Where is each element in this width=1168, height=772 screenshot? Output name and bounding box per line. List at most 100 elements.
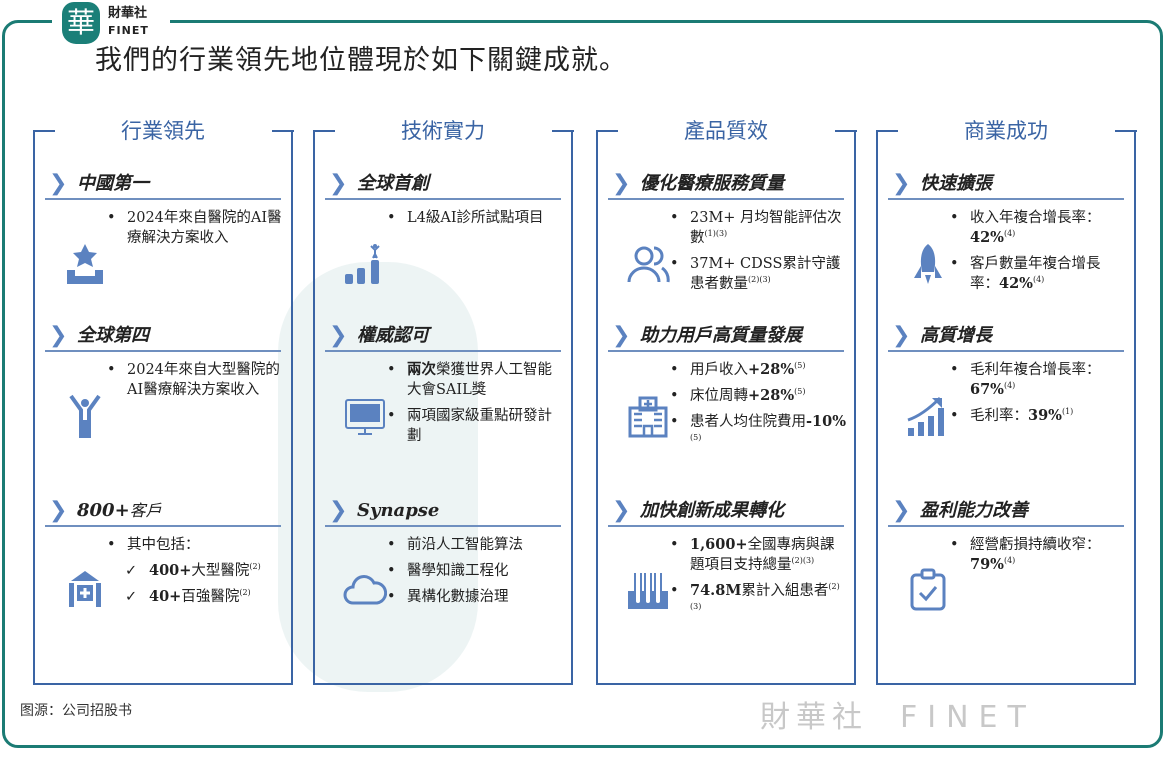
bullet-item: 23M+ 月均智能評估次數(1)(3) [668, 208, 846, 248]
bullet-text: 床位周轉 [690, 388, 748, 404]
bullet-item: 兩項國家級重點研發計劃 [385, 406, 563, 446]
monitor-icon [343, 394, 387, 438]
bullet-item: 兩次榮獲世界人工智能大會SAIL獎 [385, 360, 563, 400]
bullet-text: 異構化數據治理 [407, 589, 509, 605]
section-header: ❯ Synapse [325, 497, 561, 527]
page-title: 我們的行業領先地位體現於如下關鍵成就。 [95, 45, 627, 76]
section-title: 優化醫療服務質量 [640, 173, 784, 194]
bullet-item: 用戶收入+28%(5) [668, 360, 846, 380]
bullet-text: 42% [970, 229, 1004, 246]
section-header: ❯ 全球首創 [325, 170, 561, 200]
footnote-ref: (2) [239, 588, 251, 597]
section-title: 中國第一 [77, 173, 149, 194]
bullet-text: -10% [806, 413, 846, 430]
bullet-text: 醫學知識工程化 [407, 563, 509, 579]
bullet-text: 毛利年複合增長率： [970, 362, 1101, 378]
growth-chart-icon [906, 394, 950, 438]
footnote-ref: (4) [1003, 229, 1016, 238]
bullet-text: 1,600+ [690, 536, 748, 553]
section-title: 全球首創 [357, 173, 429, 194]
chevron-right-icon: ❯ [49, 323, 68, 348]
bullet-list: L4級AI診所試點項目 [385, 208, 563, 234]
bullet-text: 37M+ CDSS累計守護患者數量 [690, 256, 841, 292]
section-title: 800+客戶 [77, 500, 162, 521]
bullet-item: 其中包括： [105, 535, 283, 555]
watermark-seal [278, 262, 478, 692]
section-header: ❯ 全球第四 [45, 322, 281, 352]
column-heading: 商業成功 [878, 118, 1134, 144]
footnote-ref: (5) [794, 361, 806, 370]
chevron-right-icon: ❯ [49, 171, 68, 196]
bullet-text: 前沿人工智能算法 [407, 537, 523, 553]
bullet-item: 1,600+全國專病與課題項目支持總量(2)(3) [668, 535, 846, 575]
hospital-building-icon [626, 394, 670, 438]
bullet-text: 74.8M [690, 582, 742, 599]
bullet-item: 床位周轉+28%(5) [668, 386, 846, 406]
bullet-item: 2024年來自醫院的AI醫療解決方案收入 [105, 208, 283, 248]
bullet-list: 經營虧損持續收窄：79%(4) [948, 535, 1126, 581]
bullet-list: 2024年來自醫院的AI醫療解決方案收入 [105, 208, 283, 254]
bullet-text: +28% [748, 387, 795, 404]
bar-chart-person-icon [343, 242, 387, 286]
footnote-ref: (2)(3) [748, 275, 771, 284]
bullet-text: 兩項國家級重點研發計劃 [407, 408, 552, 444]
section-title: 加快創新成果轉化 [640, 500, 784, 521]
hospital-icon [63, 567, 107, 611]
section-header: ❯ 中國第一 [45, 170, 281, 200]
bullet-text: 客戶數量年複合增長率： [970, 256, 1101, 292]
bullet-item: 毛利率：39%(1) [948, 406, 1126, 426]
bullet-list: 用戶收入+28%(5)床位周轉+28%(5)患者人均住院費用-10%(5) [668, 360, 846, 458]
bullet-text: 大型醫院 [191, 563, 250, 579]
chevron-right-icon: ❯ [612, 323, 631, 348]
section-header: ❯ 800+客戶 [45, 497, 281, 527]
chevron-right-icon: ❯ [892, 323, 911, 348]
footnote-ref: (4) [1032, 275, 1045, 284]
section-header: ❯ 高質增長 [888, 322, 1124, 352]
bullet-item: 40+百強醫院(2) [105, 587, 283, 607]
bullet-text: 經營虧損持續收窄： [970, 537, 1101, 553]
bullet-text: 累計入組患者 [741, 583, 829, 599]
section-header: ❯ 助力用戶高質量發展 [608, 322, 844, 352]
source-note: 图源：公司招股书 [20, 703, 132, 719]
footnote-ref: (4) [1003, 556, 1016, 565]
bullet-list: 兩次榮獲世界人工智能大會SAIL獎兩項國家級重點研發計劃 [385, 360, 563, 452]
section-title: 快速擴張 [920, 173, 992, 194]
bullet-text: L4級AI診所試點項目 [407, 210, 544, 226]
section-title: 盈利能力改善 [920, 500, 1028, 521]
chevron-right-icon: ❯ [892, 171, 911, 196]
brand-name-en: FINET [108, 24, 149, 37]
watermark-cn: 財華社 [760, 700, 868, 735]
section-header: ❯ 優化醫療服務質量 [608, 170, 844, 200]
bullet-text: 39% [1028, 407, 1062, 424]
section-title: 權威認可 [357, 325, 429, 346]
cloud-icon [343, 567, 388, 611]
section-title: 助力用戶高質量發展 [640, 325, 802, 346]
chevron-right-icon: ❯ [49, 498, 68, 523]
footnote-ref: (2) [249, 562, 261, 571]
bullet-text: 兩次 [407, 361, 436, 378]
rocket-icon [906, 242, 950, 286]
outer-frame [2, 20, 1163, 748]
bullet-text: 用戶收入 [690, 362, 748, 378]
footnote-ref: (4) [1003, 381, 1016, 390]
bullet-item: 前沿人工智能算法 [385, 535, 563, 555]
bullet-list: 1,600+全國專病與課題項目支持總量(2)(3) 74.8M累計入組患者(2)(… [668, 535, 846, 627]
section-title: 全球第四 [77, 325, 149, 346]
bullet-item: 經營虧損持續收窄：79%(4) [948, 535, 1126, 575]
bullet-item: 收入年複合增長率：42%(4) [948, 208, 1126, 248]
bullet-item: 患者人均住院費用-10%(5) [668, 412, 846, 452]
bullet-item: 400+大型醫院(2) [105, 561, 283, 581]
clipboard-check-icon [906, 567, 950, 611]
footnote-ref: (5) [690, 433, 702, 442]
bullet-text: 其中包括： [127, 537, 200, 553]
bullet-item: 毛利年複合增長率： 67%(4) [948, 360, 1126, 400]
finet-logo-icon: 華 [62, 2, 100, 44]
users-icon [626, 242, 670, 286]
section-header: ❯ 快速擴張 [888, 170, 1124, 200]
bullet-item: L4級AI診所試點項目 [385, 208, 563, 228]
bullet-text: 2024年來自大型醫院的AI醫療解決方案收入 [127, 362, 280, 398]
footnote-ref: (2)(3) [690, 582, 840, 611]
bullet-text: 67% [970, 381, 1004, 398]
brand-name-cn: 財華社 [108, 6, 148, 21]
bullet-list: 收入年複合增長率：42%(4)客戶數量年複合增長率：42%(4) [948, 208, 1126, 300]
